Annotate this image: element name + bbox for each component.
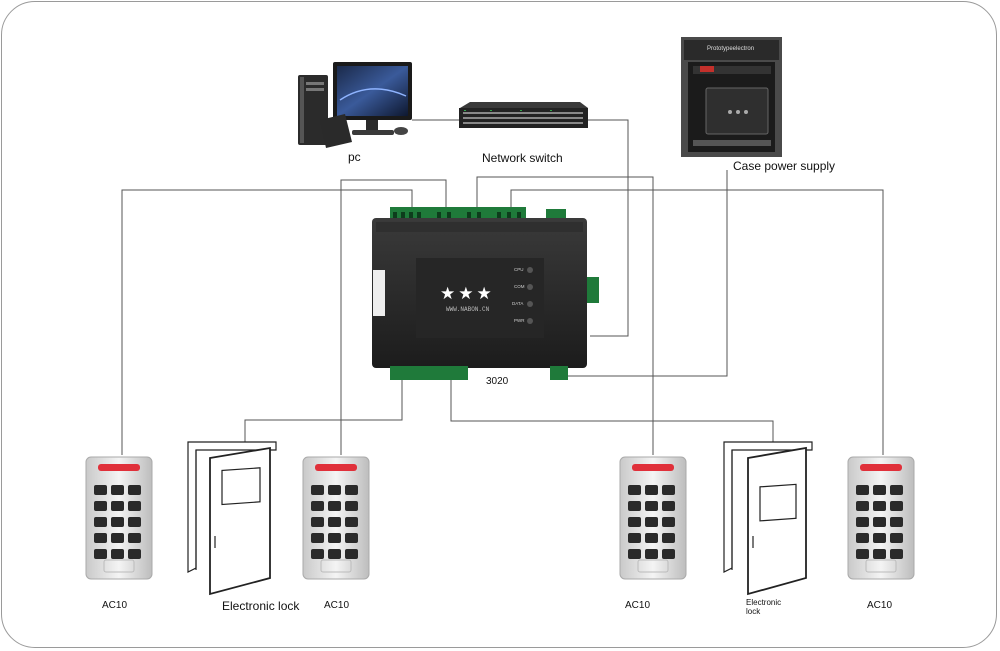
led-label-data: DATA — [512, 301, 524, 306]
pc-icon — [298, 62, 412, 148]
led-label-cpu: CPU — [514, 267, 524, 272]
case-power-supply-icon — [681, 37, 782, 157]
wire-psu-controller — [568, 170, 728, 377]
wire-reader1 — [121, 189, 413, 455]
wire-switch-controller — [588, 119, 629, 337]
label-reader-2: AC10 — [324, 600, 350, 611]
label-controller-3020: 3020 — [486, 376, 509, 387]
wiring — [121, 119, 884, 455]
label-pc: pc — [348, 150, 361, 164]
ac10-reader-3-icon — [619, 456, 687, 580]
ac10-reader-1-icon — [85, 456, 153, 580]
controller-3020-icon — [372, 207, 599, 380]
network-switch-icon — [459, 102, 588, 128]
wire-lock2 — [450, 380, 774, 442]
access-readers — [85, 456, 915, 580]
label-reader-4: AC10 — [867, 600, 893, 611]
wire-reader3 — [476, 176, 654, 455]
power-supply-title: Prototypeelectron — [707, 46, 755, 52]
label-case-power-supply: Case power supply — [733, 159, 836, 173]
controller-stars: ★★★ — [440, 284, 495, 303]
label-reader-3: AC10 — [625, 600, 651, 611]
controller-website: WWW.NABON.CN — [446, 306, 490, 313]
label-reader-1: AC10 — [102, 600, 128, 611]
ac10-reader-2-icon — [302, 456, 370, 580]
label-electronic-lock-2-line2: lock — [746, 607, 761, 616]
ac10-reader-4-icon — [847, 456, 915, 580]
led-label-pwr: PWR — [514, 318, 525, 323]
label-electronic-lock-1: Electronic lock — [222, 599, 300, 613]
wire-lock1 — [244, 380, 403, 442]
label-network-switch: Network switch — [482, 151, 563, 165]
door-2-icon — [723, 441, 813, 596]
door-1-icon — [187, 441, 277, 596]
wire-reader4 — [510, 189, 884, 455]
led-label-com: COM — [514, 284, 525, 289]
label-electronic-lock-2-line1: Electronic — [746, 598, 782, 607]
wire-reader2 — [340, 179, 447, 455]
